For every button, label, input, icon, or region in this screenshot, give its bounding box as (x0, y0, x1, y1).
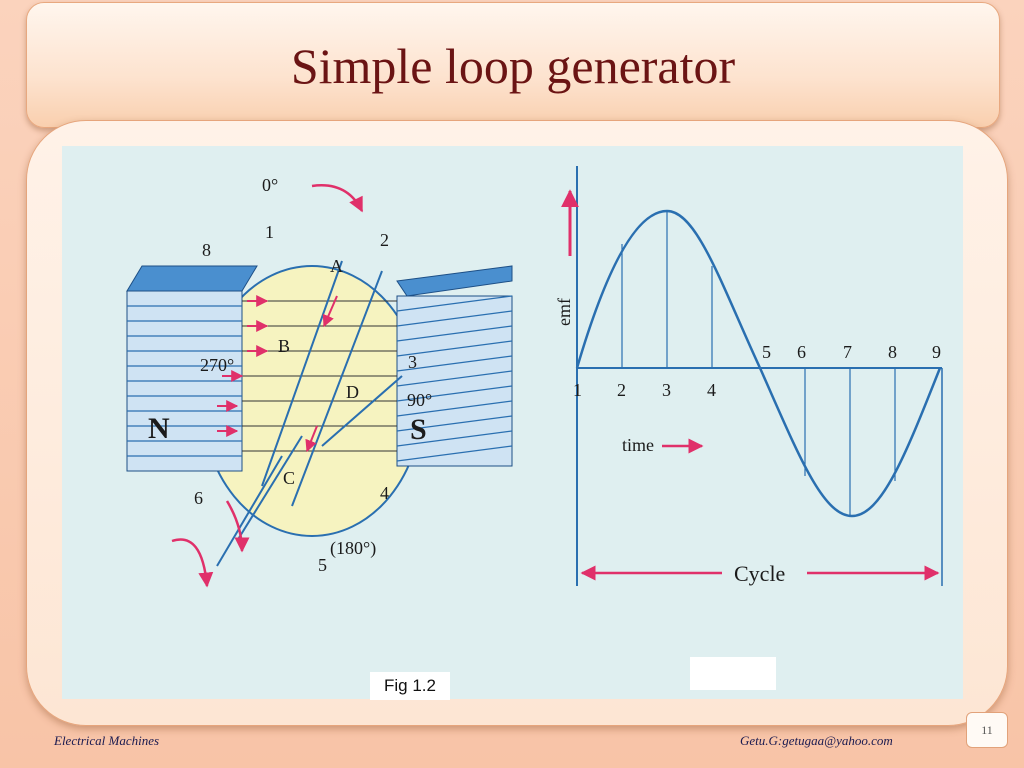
conductor-c-label: C (283, 468, 295, 488)
point-5: 5 (762, 342, 771, 362)
footer-author: Getu.G:getugaa@yahoo.com (740, 733, 893, 748)
sine-wave (575, 209, 942, 518)
rotation-arrow-bottom (171, 538, 214, 588)
current-arrows (305, 295, 338, 453)
point-7: 7 (843, 342, 852, 362)
point-9: 9 (932, 342, 941, 362)
emf-label: emf (554, 298, 574, 326)
point-6: 6 (797, 342, 806, 362)
slide-title: Simple loop generator (290, 38, 736, 94)
waveform-plot: emf 1 2 3 4 5 6 7 8 9 time Cycle (554, 166, 943, 586)
position-1: 1 (265, 222, 274, 242)
point-8: 8 (888, 342, 897, 362)
conductor-d-label: D (346, 382, 359, 402)
loop-conductors (216, 260, 403, 567)
ordinate-lines (621, 211, 896, 516)
page-number: 11 (966, 712, 1008, 748)
position-5: 5 (318, 555, 327, 575)
angle-right-label: 90° (407, 390, 432, 410)
cycle-label: Cycle (734, 561, 785, 586)
pole-n-label: N (148, 412, 170, 445)
white-cover-box (690, 657, 776, 690)
angle-left-label: 270° (200, 355, 234, 375)
rotation-arrow-left (225, 500, 250, 553)
footer-course: Electrical Machines (54, 733, 160, 748)
time-label: time (622, 435, 654, 455)
conductor-a-label: A (330, 256, 343, 276)
position-2: 2 (380, 230, 389, 250)
angle-bottom-label: (180°) (330, 538, 376, 559)
flux-arrows (217, 295, 269, 437)
north-pole (126, 265, 258, 472)
point-3: 3 (662, 380, 671, 400)
south-pole (396, 265, 513, 467)
point-2: 2 (617, 380, 626, 400)
conductor-b-label: B (278, 336, 290, 356)
generator-figure-svg: N S (126, 166, 943, 588)
position-8: 8 (202, 240, 211, 260)
figure-caption: Fig 1.2 (370, 672, 450, 700)
position-3: 3 (408, 352, 417, 372)
point-4: 4 (707, 380, 716, 400)
point-1: 1 (573, 380, 582, 400)
pole-s-label: S (410, 413, 427, 446)
figure-image: N S (62, 146, 963, 699)
angle-top-label: 0° (262, 175, 278, 195)
position-4: 4 (380, 483, 389, 503)
rotation-arrow-top (311, 184, 364, 213)
title-panel: Simple loop generator (26, 2, 1000, 128)
position-6: 6 (194, 488, 203, 508)
